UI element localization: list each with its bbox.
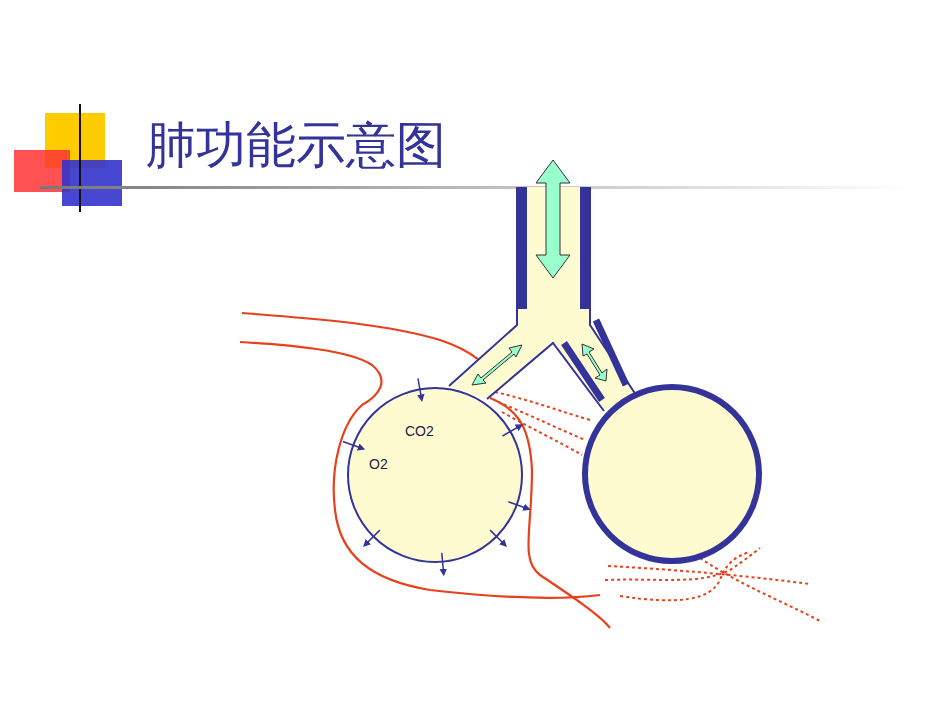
logo-square	[62, 160, 122, 206]
airway-wall	[449, 187, 636, 411]
airflow-arrow	[472, 160, 607, 385]
cartilage	[580, 187, 590, 309]
cartilage	[517, 187, 527, 309]
alveolus-collapsed	[585, 387, 759, 561]
airway	[449, 187, 636, 411]
capillary	[240, 313, 610, 628]
logo-square	[14, 150, 70, 192]
gas-label: O2	[369, 457, 388, 472]
slide-title: 肺功能示意图	[146, 118, 446, 173]
logo-line	[79, 104, 81, 212]
title-rule	[40, 186, 910, 189]
gas-label: CO2	[405, 424, 434, 439]
alveolus-outline	[347, 387, 523, 563]
alveolus: CO2O2	[347, 387, 523, 563]
